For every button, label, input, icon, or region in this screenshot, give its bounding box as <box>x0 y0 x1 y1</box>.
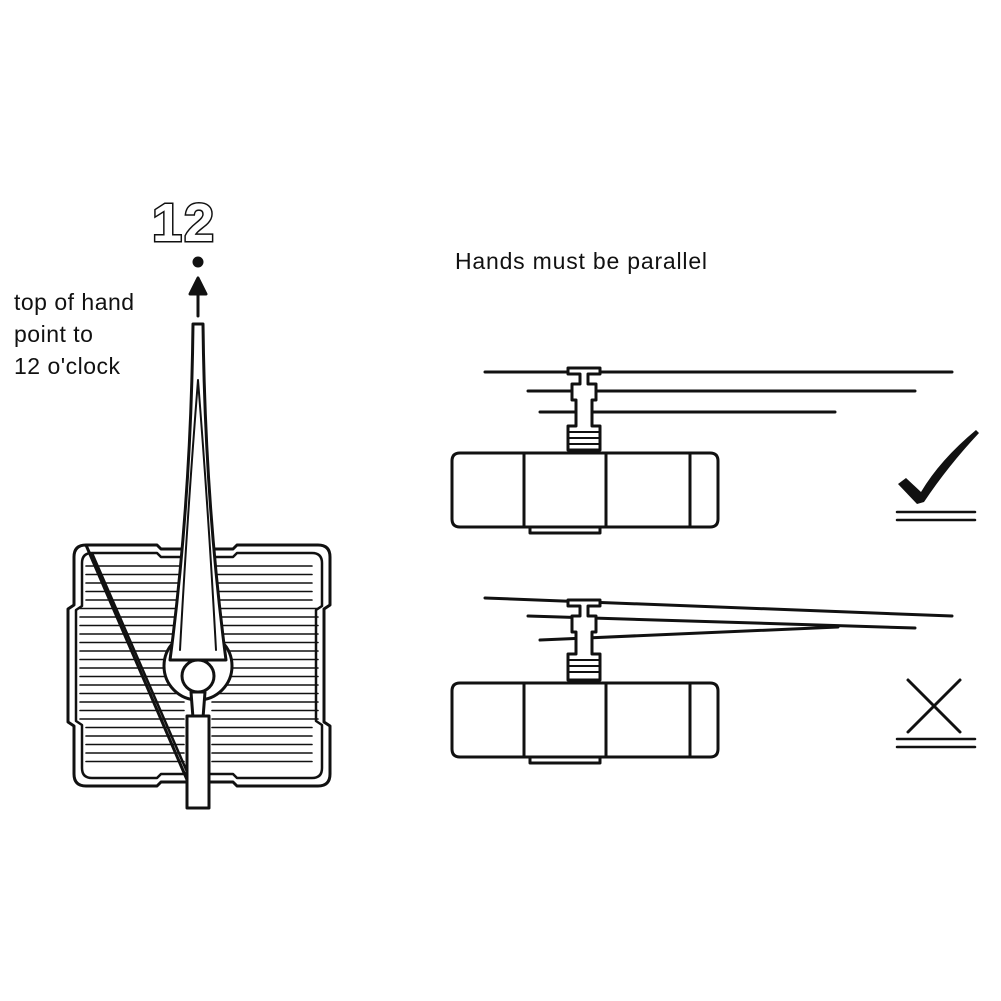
hand-tail <box>189 690 207 720</box>
hour-hand-inner <box>179 379 217 651</box>
instruction-line: point to <box>14 321 94 347</box>
hour-hand <box>168 322 228 662</box>
arrow-head <box>188 276 208 296</box>
movement-side-box <box>450 451 720 529</box>
instruction-line: 12 o'clock <box>14 353 121 379</box>
twelve-oclock-label: 12 <box>150 193 217 253</box>
hour-hand-stub <box>185 714 211 810</box>
check-mark-icon <box>895 430 979 522</box>
correct-side-view <box>450 366 954 535</box>
movement-ribbing <box>79 565 319 763</box>
incorrect-side-view <box>450 596 954 765</box>
front-movement-body <box>66 543 332 788</box>
hand-alignment-instruction: top of hand point to 12 o'clock <box>14 286 135 382</box>
movement-inner-outline <box>74 551 324 780</box>
x-mark-icon <box>895 678 977 749</box>
shaft-stack <box>566 366 602 452</box>
parallel-hands-title: Hands must be parallel <box>455 248 708 274</box>
instruction-line: top of hand <box>14 289 135 315</box>
hanger-tab <box>528 525 602 535</box>
hanger-tab <box>528 755 602 765</box>
movement-outer-outline <box>66 543 332 788</box>
second-hand-line <box>483 596 954 618</box>
hand-hub-nut <box>180 658 216 694</box>
twelve-dot <box>192 256 204 268</box>
movement-side-box <box>450 681 720 759</box>
